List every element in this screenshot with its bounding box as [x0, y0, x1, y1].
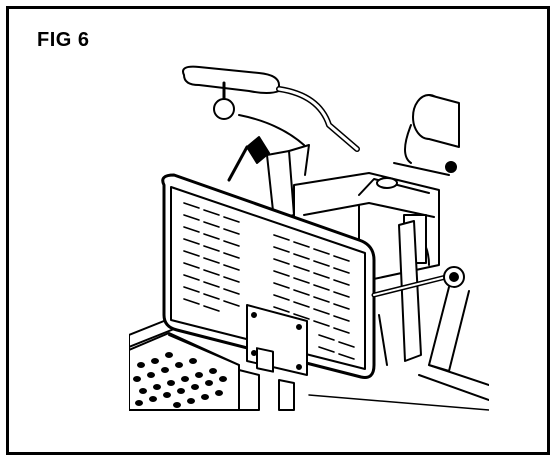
figure-label: FIG 6 — [37, 29, 90, 51]
machine-illustration — [129, 65, 489, 411]
perforated-deck — [129, 332, 240, 411]
reel-cylinder — [393, 94, 460, 176]
figure-frame: FIG 6 — [6, 6, 550, 455]
rear-guard-panel — [161, 173, 376, 379]
control-arm — [227, 136, 310, 221]
lower-chassis — [168, 334, 295, 411]
steering-handle — [182, 65, 360, 152]
side-linkage — [371, 220, 470, 372]
